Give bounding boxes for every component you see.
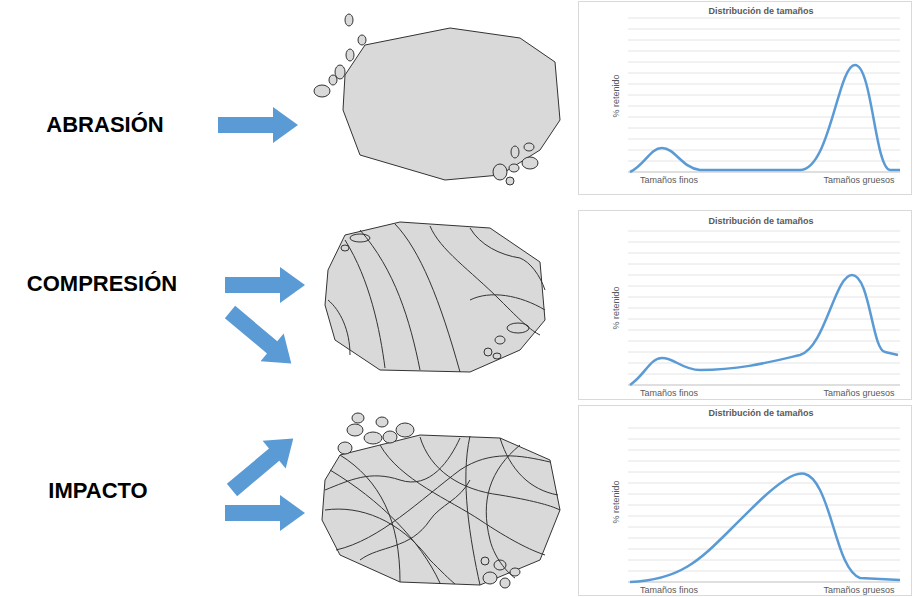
axis-label: Tamaños gruesos <box>823 176 894 186</box>
axis-label: Tamaños finos <box>640 176 698 186</box>
force-arrows <box>218 107 305 531</box>
axis-title: % retenido <box>612 74 622 117</box>
axis-label: Tamaños gruesos <box>823 586 894 596</box>
mechanism-label: ABRASIÓN <box>46 112 163 138</box>
axis-title: % retenido <box>612 480 622 523</box>
chart-panel: Distribución de tamaños % retenidoTamaños… <box>578 1 912 195</box>
rock-particles <box>314 14 560 588</box>
chart-title: Distribución de tamaños <box>708 409 813 419</box>
chart-title: Distribución de tamaños <box>708 217 813 227</box>
mechanism-label: IMPACTO <box>48 478 147 504</box>
chart-title: Distribución de tamaños <box>708 7 813 17</box>
chart-gridlines <box>628 18 900 582</box>
axis-label: Tamaños finos <box>640 586 698 596</box>
mechanism-label: COMPRESIÓN <box>27 271 177 297</box>
chart-panel: Distribución de tamaños % retenidoTamaños… <box>578 210 912 400</box>
axis-title: % retenido <box>612 286 622 329</box>
axis-label: Tamaños gruesos <box>823 389 894 399</box>
chart-panel: Distribución de tamaños % retenidoTamaños… <box>578 405 912 596</box>
size-distribution-curves <box>630 65 900 582</box>
rock-cracks <box>325 224 560 585</box>
axis-label: Tamaños finos <box>640 389 698 399</box>
